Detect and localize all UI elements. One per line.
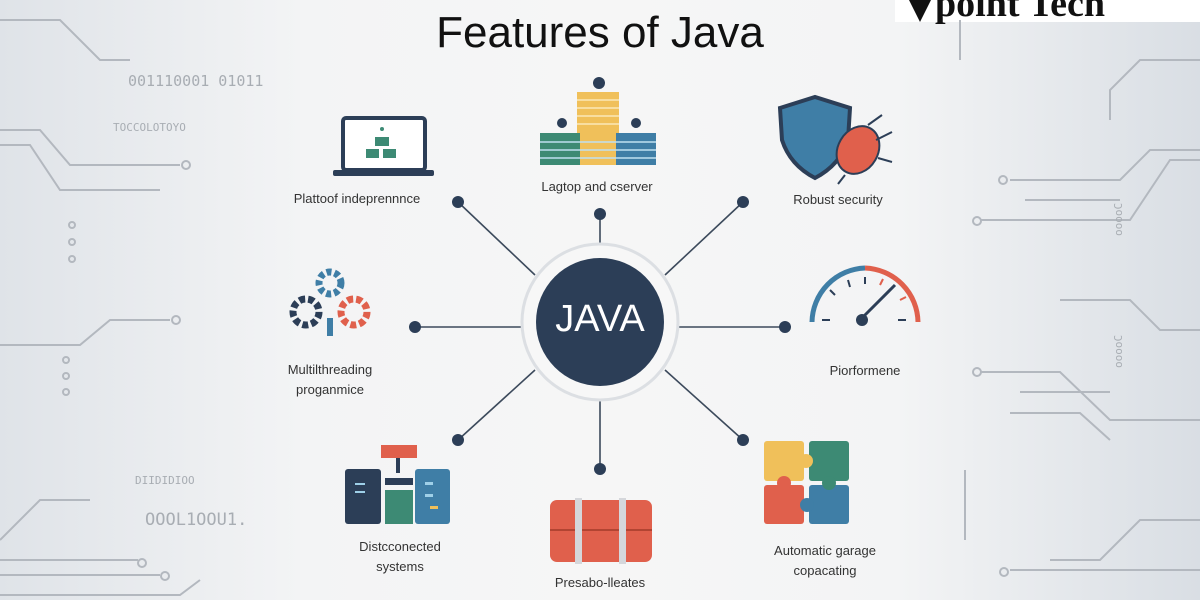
binary-text: DIIDIDIOO: [135, 474, 195, 487]
feature-label-multithreading: Multilthreading proganmice: [230, 360, 430, 400]
spoke-endpoints: [409, 196, 791, 475]
suitcase-icon: [550, 498, 652, 564]
feature-label-laptop-and-server: Lagtop and cserver: [541, 179, 653, 194]
label-line: proganmice: [296, 382, 364, 397]
puzzle-icon: [764, 441, 849, 524]
label-line: copacating: [793, 563, 857, 578]
binary-text: TOCCOLOTOYO: [113, 121, 186, 134]
logo: point Tech: [895, 0, 1200, 25]
feature-label-presabo: Presabo-lleates: [554, 575, 646, 590]
logo-pin-icon: [909, 0, 931, 22]
shield-bug-icon: [777, 94, 893, 185]
spokes: [415, 201, 785, 469]
binary-text: OOOL1OOU1.: [145, 510, 248, 530]
feature-label-garbage-collection: Automatic garage copacating: [725, 541, 925, 581]
server-stack-icon: [540, 77, 656, 165]
label-line: Automatic garage: [774, 543, 876, 558]
laptop-icon: [333, 116, 434, 176]
logo-text: point Tech: [935, 0, 1106, 25]
label-line: Distcconected: [359, 539, 441, 554]
feature-label-robust-security: Robust security: [793, 192, 883, 207]
page-title: Features of Java: [436, 8, 764, 57]
gauge-icon: [809, 265, 921, 326]
distributed-systems-icon: [345, 445, 450, 524]
hub-label: JAVA: [555, 298, 645, 340]
feature-label-performance: Piorformene: [829, 363, 901, 378]
hub-circle: [536, 258, 664, 386]
label-line: Multilthreading: [287, 362, 373, 377]
feature-label-platform-independence: Plattoof indeprennnce: [293, 191, 421, 206]
gears-icon: [289, 268, 371, 336]
feature-label-distributed-systems: Distcconected systems: [300, 537, 500, 577]
label-line: systems: [376, 559, 424, 574]
binary-text: 001110001 01011: [128, 72, 264, 90]
